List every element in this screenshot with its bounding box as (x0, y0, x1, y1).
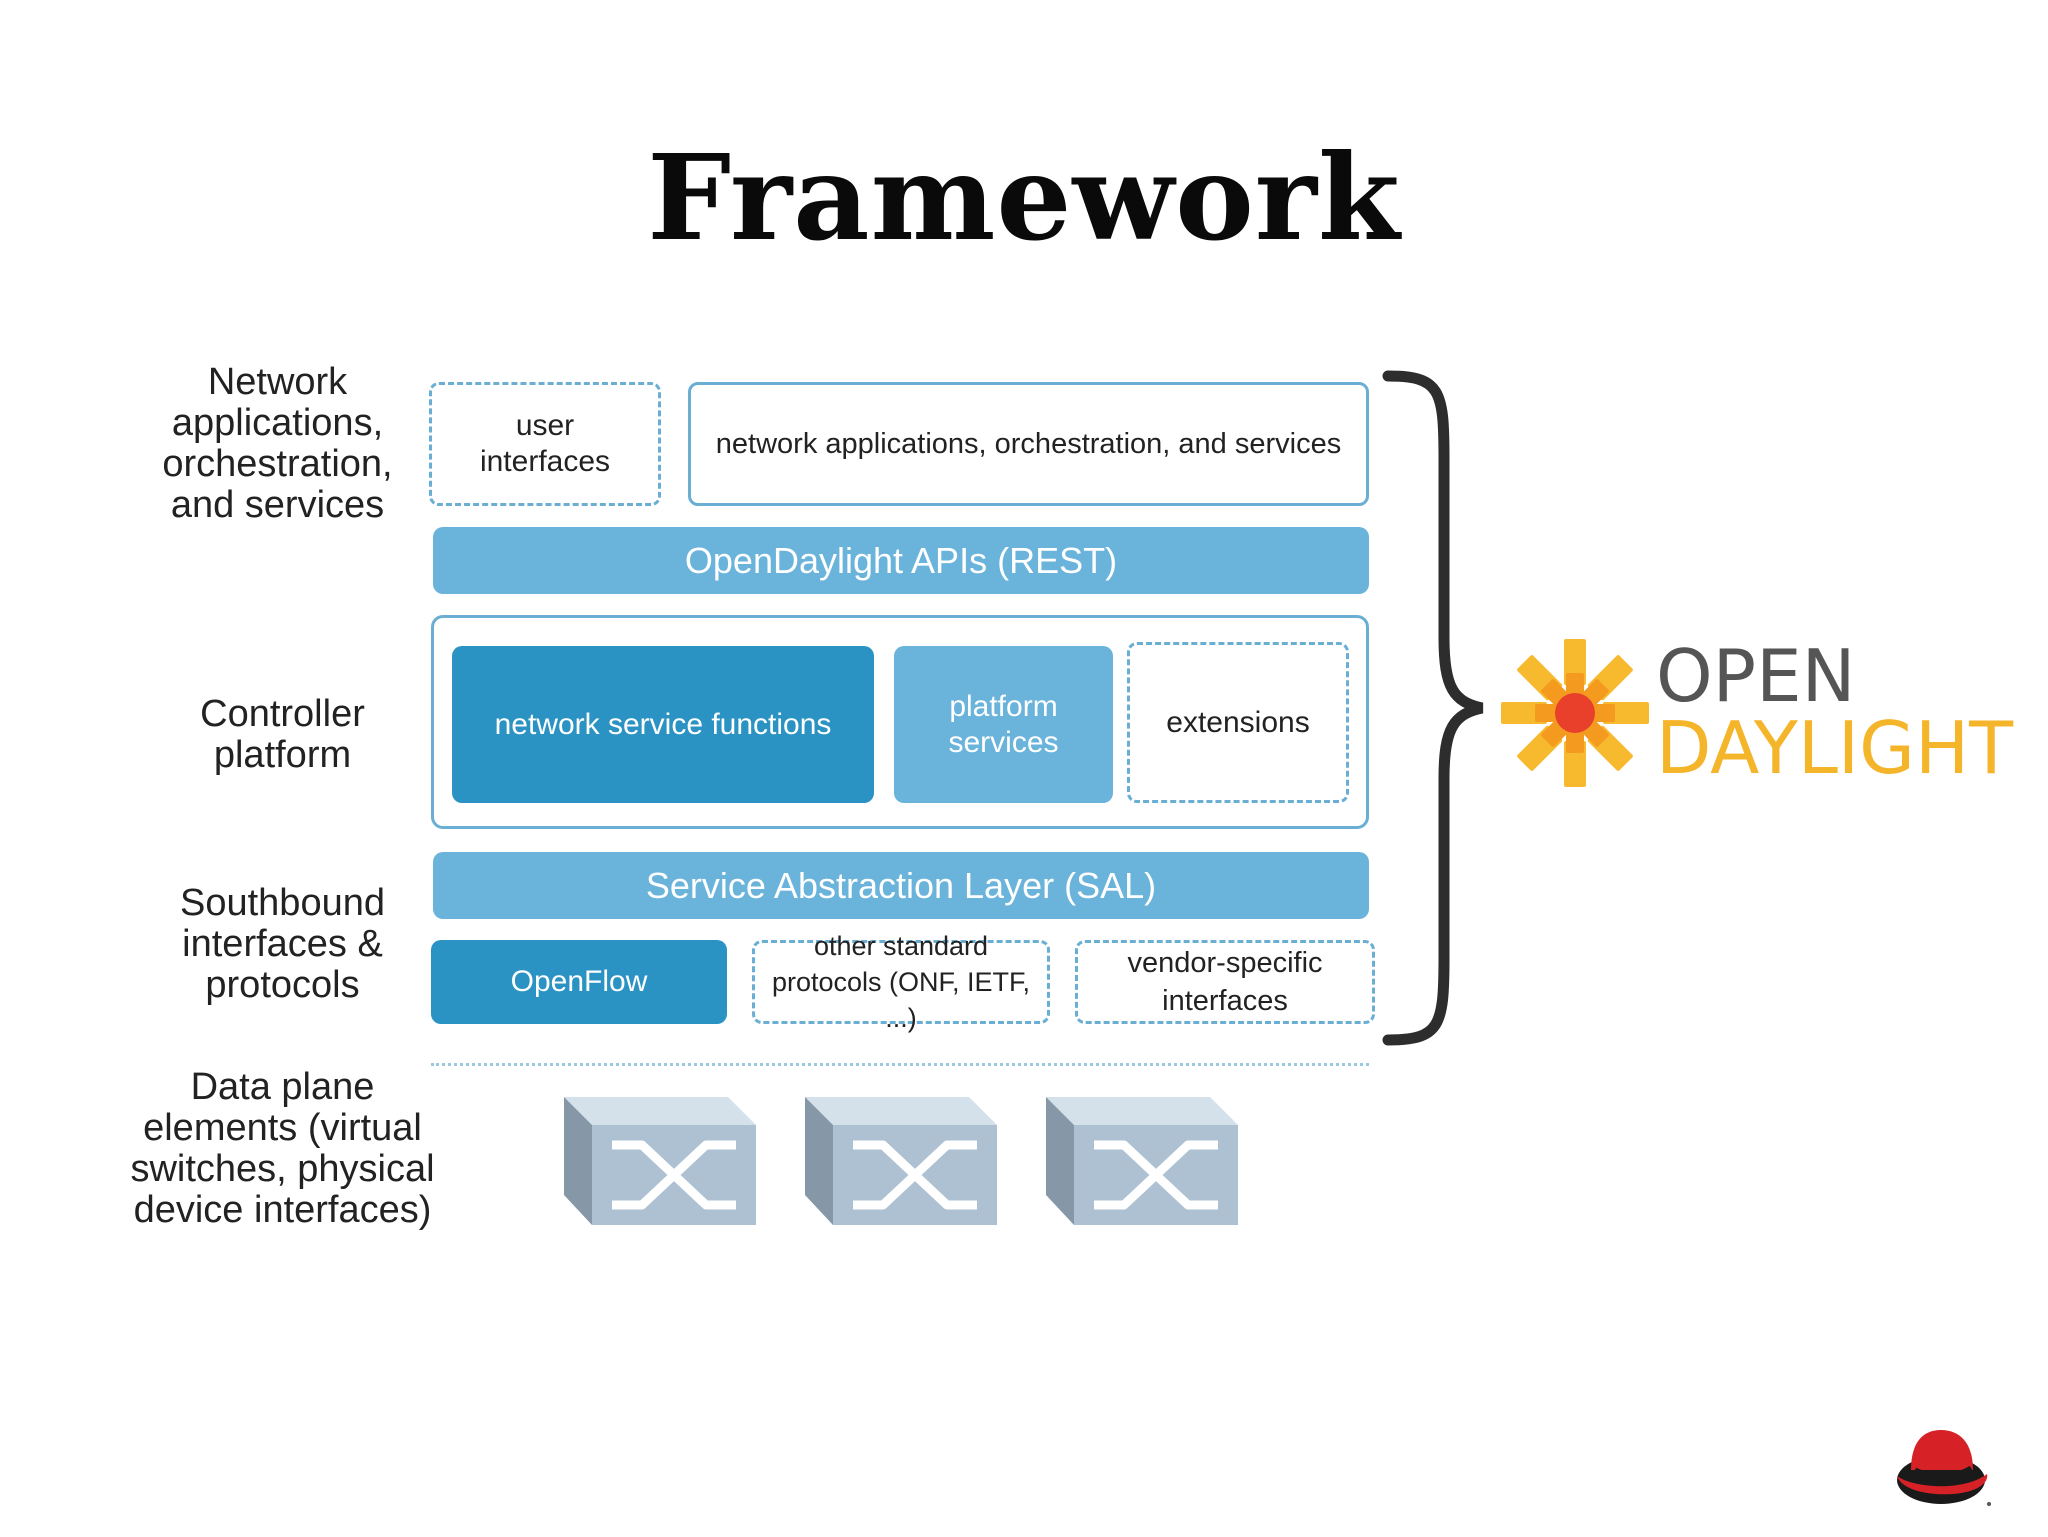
platform-services-box: platform services (894, 646, 1113, 803)
vendor-interfaces-label: vendor-specific interfaces (1127, 947, 1323, 1017)
page-title: Framework (647, 128, 1401, 267)
data-plane-separator (431, 1063, 1369, 1066)
label-data-plane: Data plane elements (virtual switches, p… (130, 1066, 435, 1231)
opendaylight-apis-label: OpenDaylight APIs (REST) (684, 539, 1118, 581)
logo-text-open: OPEN (1656, 634, 1856, 718)
network-service-functions-label: network service functions (494, 707, 832, 741)
sal-bar: Service Abstraction Layer (SAL) (433, 852, 1369, 919)
openflow-box: OpenFlow (431, 940, 727, 1024)
user-interfaces-box: user interfaces (429, 382, 661, 506)
extensions-box: extensions (1127, 642, 1349, 803)
network-service-functions-box: network service functions (452, 646, 874, 803)
opendaylight-logo-icon (1501, 639, 1649, 787)
sal-label: Service Abstraction Layer (SAL) (645, 864, 1157, 906)
right-brace-icon (1382, 370, 1484, 1046)
network-switch-icon (564, 1097, 756, 1225)
label-network-applications: Network applications, orchestration, and… (162, 361, 393, 526)
openflow-label: OpenFlow (510, 965, 648, 998)
other-protocols-box: other standard protocols (ONF, IETF, ...… (752, 931, 1050, 1033)
controller-platform-container (431, 615, 1369, 829)
vendor-interfaces-box: vendor-specific interfaces (1075, 940, 1375, 1024)
other-protocols-label: other standard protocols (ONF, IETF, ...… (771, 931, 1031, 1033)
platform-services-label: platform services (948, 689, 1059, 759)
label-southbound-interfaces: Southbound interfaces & protocols (180, 882, 385, 1006)
logo-text-daylight: DAYLIGHT (1656, 706, 2014, 790)
network-applications-box: network applications, orchestration, and… (688, 382, 1369, 506)
network-applications-label: network applications, orchestration, and… (715, 427, 1342, 460)
extensions-label: extensions (1166, 705, 1310, 739)
label-controller-platform: Controller platform (200, 693, 365, 776)
opendaylight-apis-bar: OpenDaylight APIs (REST) (433, 527, 1369, 594)
network-switch-icon (1046, 1097, 1238, 1225)
network-switch-icon (805, 1097, 997, 1225)
red-hat-icon (1897, 1430, 1991, 1506)
user-interfaces-label: user interfaces (479, 409, 611, 478)
